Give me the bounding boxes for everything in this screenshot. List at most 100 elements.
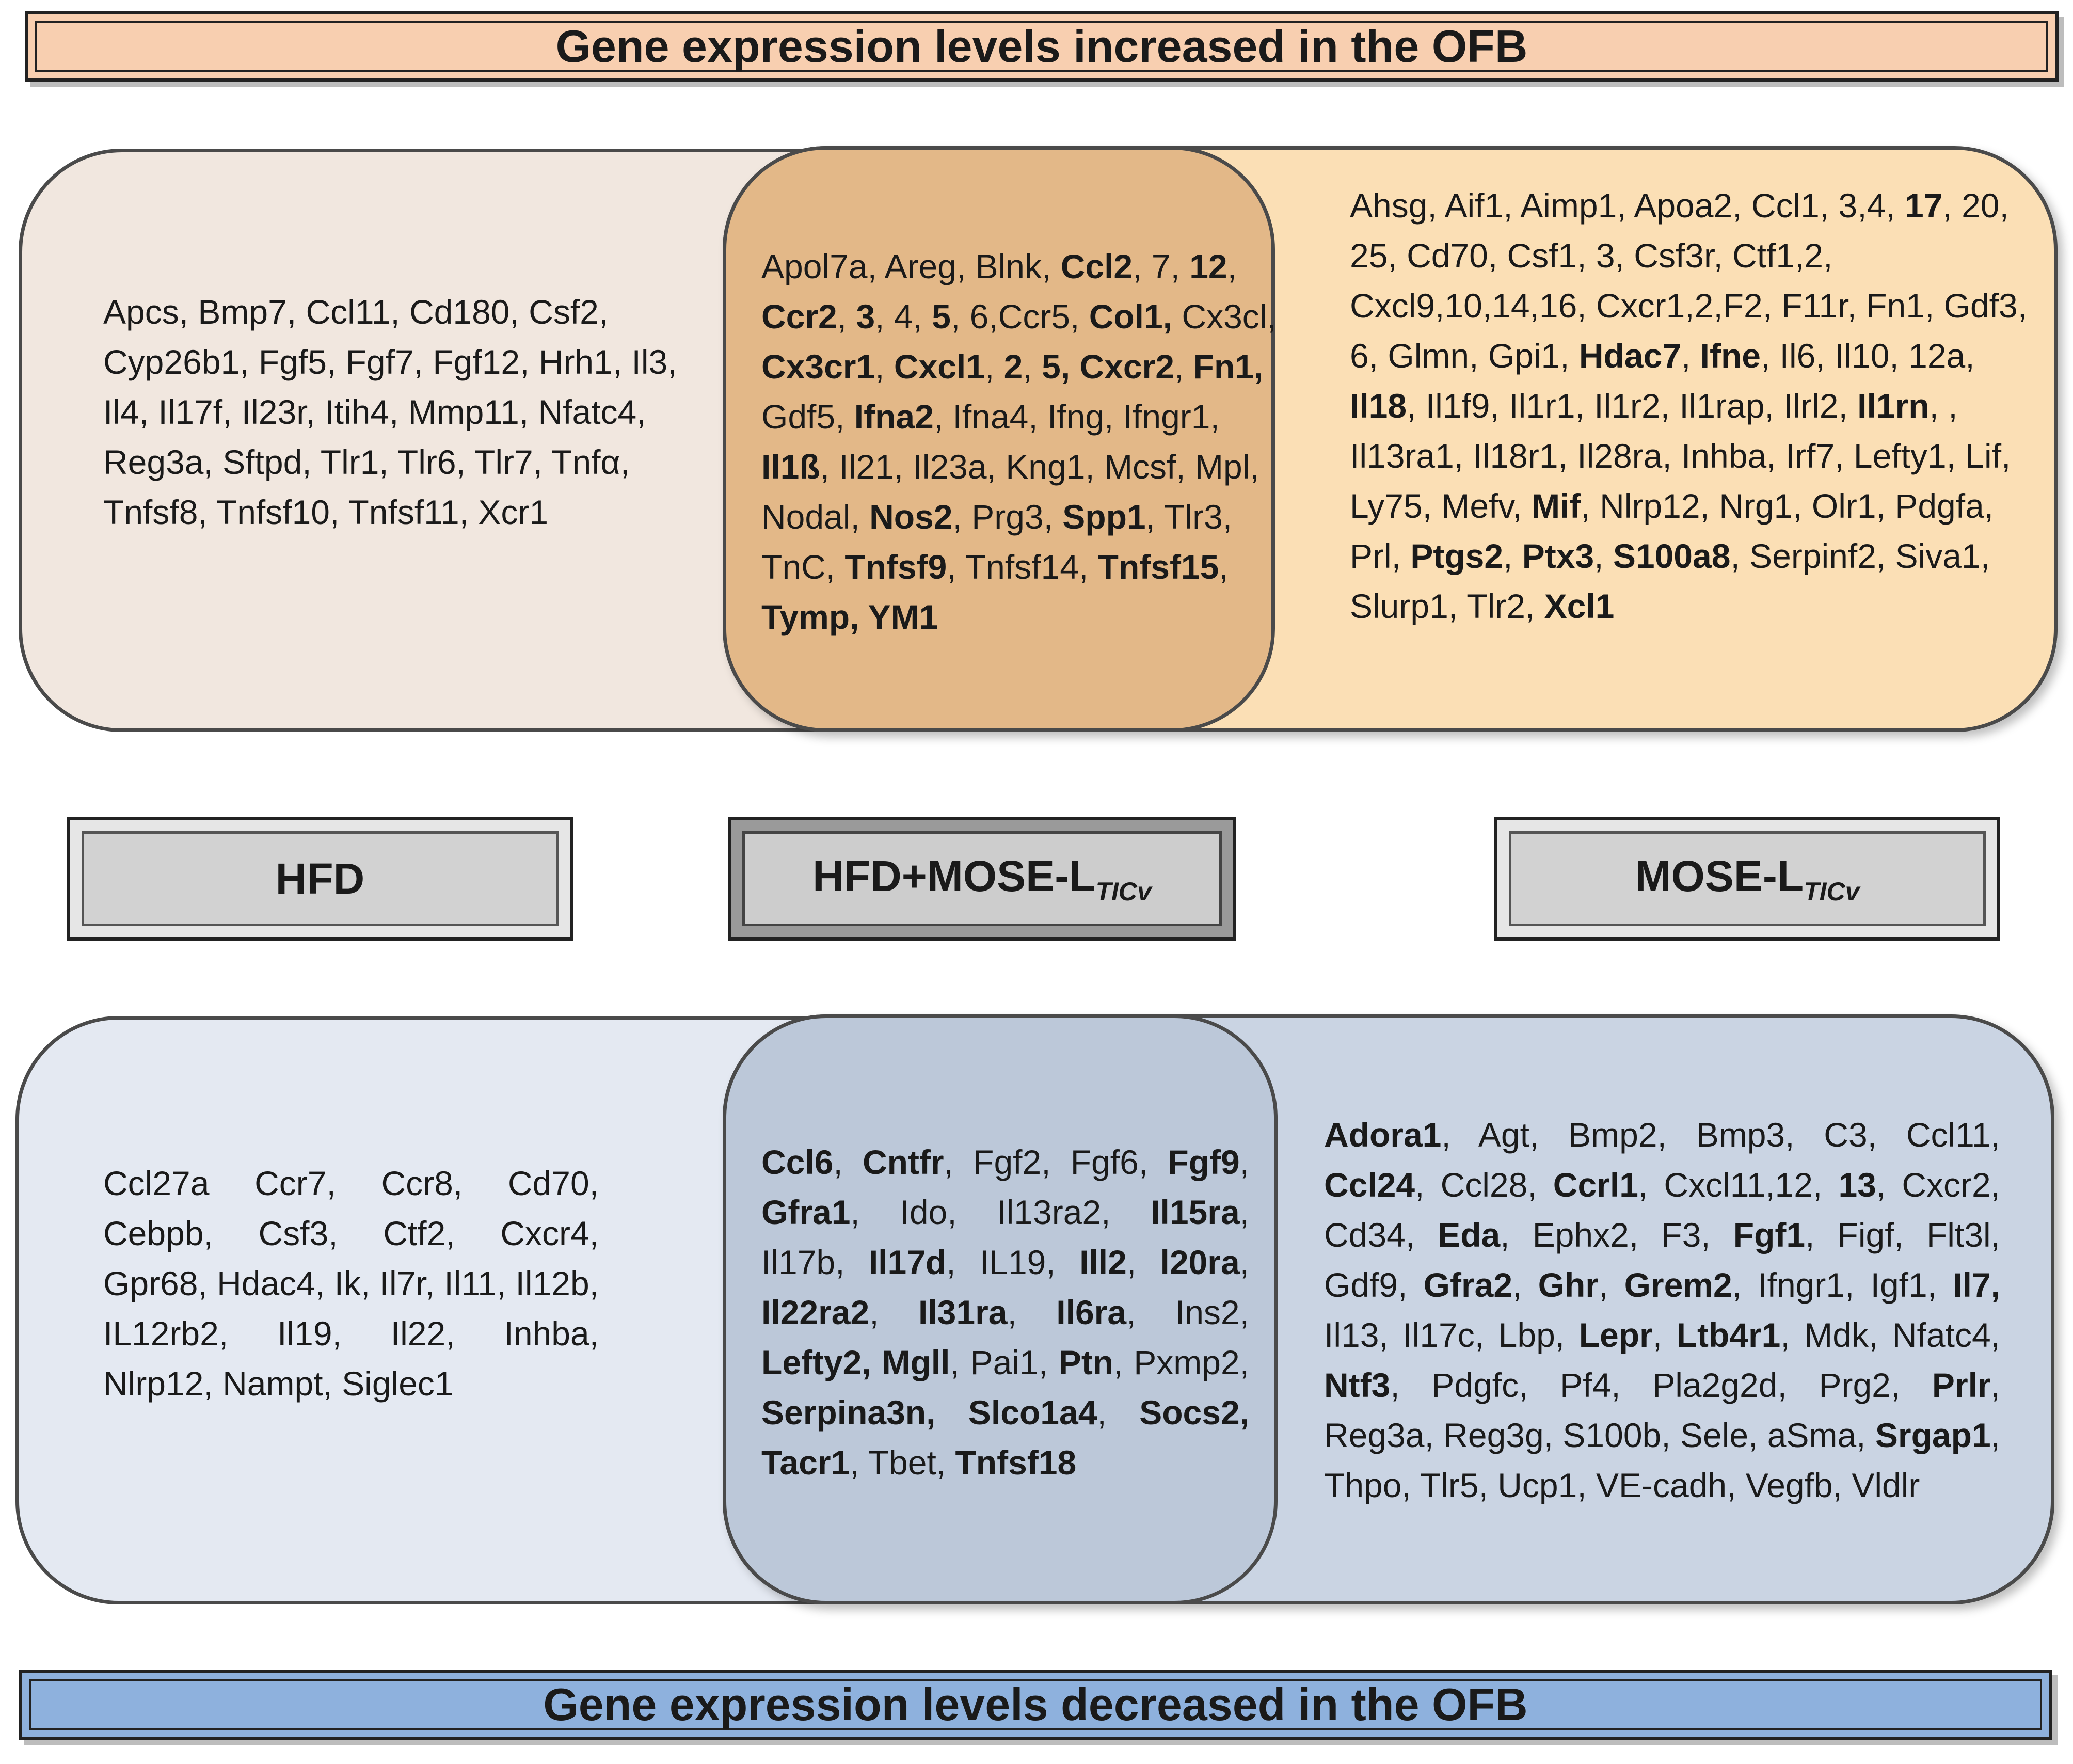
gene-run-bold: 5	[932, 297, 951, 336]
gene-run: Cx3cl,	[1172, 297, 1277, 336]
gene-run: ,	[875, 347, 894, 386]
gene-run: , , Il13ra1, Il18r1, Il28ra, Inhba, Irf7…	[1350, 387, 2011, 525]
increased-combo-panel	[723, 146, 1275, 732]
gene-run-bold: Ccl6	[761, 1143, 834, 1181]
gene-run: Apcs, Bmp7, Ccl11, Cd180, Csf2, Cyp26b1,…	[103, 293, 677, 531]
group-mose-text: MOSE-L	[1635, 851, 1804, 900]
gene-run: ,	[1126, 1243, 1160, 1281]
gene-run-bold: Ccr2	[761, 297, 837, 336]
gene-run-bold: Il31ra	[918, 1293, 1008, 1331]
increased-combo-genes: Apol7a, Areg, Blnk, Ccl2, 7, 12, Ccr2, 3…	[761, 242, 1283, 642]
gene-run: , Mdk, Nfatc4,	[1780, 1316, 2000, 1354]
gene-run: ,	[1594, 537, 1613, 575]
gene-run-bold: Ccl2	[1060, 247, 1133, 285]
gene-run-bold: l20ra	[1160, 1243, 1240, 1281]
gene-run: Ahsg, Aif1, Aimp1, Apoa2, Ccl1, 3,4,	[1350, 186, 1905, 225]
gene-run: ,	[984, 347, 1004, 386]
increased-hfd-genes: Apcs, Bmp7, Ccl11, Cd180, Csf2, Cyp26b1,…	[103, 287, 697, 537]
gene-run: ,	[1512, 1266, 1538, 1304]
gene-run-bold: Mgll	[882, 1343, 950, 1381]
gene-run-bold: Grem2	[1624, 1266, 1732, 1304]
gene-run: ,	[1007, 1293, 1057, 1331]
gene-run-bold: Ifna2	[854, 398, 934, 436]
decreased-title: Gene expression levels decreased in the …	[543, 1679, 1528, 1730]
gene-run: , Ifngr1, Igf1,	[1732, 1266, 1953, 1304]
gene-run-bold: Il22ra2	[761, 1293, 870, 1331]
gene-run-bold: 3	[856, 297, 875, 336]
gene-run: ,	[1097, 1393, 1140, 1432]
gene-run-bold: Il18	[1350, 387, 1407, 425]
gene-run: ,	[837, 297, 856, 336]
gene-run-bold: Gfra1	[761, 1193, 851, 1231]
gene-run: , Il17b,	[761, 1193, 1249, 1281]
gene-run: , Prg3,	[952, 498, 1063, 536]
gene-run-bold: Cx3cr1	[761, 347, 875, 386]
increased-title: Gene expression levels increased in the …	[555, 21, 1528, 72]
gene-run-bold: Srgap1	[1875, 1416, 1991, 1454]
increased-mose-genes: Ahsg, Aif1, Aimp1, Apoa2, Ccl1, 3,4, 17,…	[1350, 181, 2036, 631]
gene-run-bold: Cxcl1	[894, 347, 985, 386]
gene-run: ,	[1219, 548, 1229, 586]
gene-run-bold: 13	[1838, 1166, 1876, 1204]
gene-run: , 6,Ccr5,	[950, 297, 1089, 336]
gene-run: ,	[1652, 1316, 1677, 1354]
gene-run	[1070, 347, 1079, 386]
gene-run: , Ccl28,	[1415, 1166, 1553, 1204]
gene-run-bold: Tnfsf9	[844, 548, 947, 586]
gene-run-bold: Tnfsf18	[955, 1443, 1077, 1482]
gene-run: Il13, Il17c, Lbp,	[1324, 1316, 1579, 1354]
gene-run-bold: Ifne	[1700, 337, 1761, 375]
gene-run: ,	[869, 1293, 918, 1331]
gene-run-bold: Socs2, Tacr1	[761, 1393, 1249, 1482]
gene-run-bold: Ltb4r1	[1676, 1316, 1781, 1354]
gene-run: , 7,	[1133, 247, 1190, 285]
increased-title-banner: Gene expression levels increased in the …	[25, 11, 2059, 82]
gene-run: ,	[1599, 1266, 1624, 1304]
group-label-hfd-mose: HFD+MOSE-LTICv	[728, 817, 1236, 941]
gene-run-bold: Tnfsf15	[1097, 548, 1219, 586]
gene-run: , Cxcr2, Cd34,	[1324, 1166, 2001, 1254]
gene-run-bold: Il1ß	[761, 448, 820, 486]
gene-run: , Il1f9, Il1r1, Il1r2, Il1rap, Ilrl2,	[1407, 387, 1858, 425]
gene-run-bold: 17	[1904, 186, 1943, 225]
group-combo-text: HFD+MOSE-L	[812, 851, 1096, 900]
gene-run-bold: Ntf3	[1324, 1366, 1391, 1404]
gene-run-bold: Tymp, YM1	[761, 598, 938, 636]
gene-run: , Ifna4, Ifng, Ifngr1,	[933, 398, 1220, 436]
gene-run: , Nlrp12, Nrg1, Olr1, Pdgfa, Prl,	[1350, 487, 1994, 575]
gene-run: , Tlr3, TnC,	[761, 498, 1233, 586]
gene-run-bold: 12	[1189, 247, 1227, 285]
gene-run-bold: Ghr	[1538, 1266, 1599, 1304]
gene-run-bold: Fgf9	[1168, 1143, 1240, 1181]
gene-run: , 4,	[875, 297, 932, 336]
gene-run: , Serpinf2, Siva1, Slurp1, Tlr2,	[1350, 537, 1990, 625]
gene-run: , Reg3a, Reg3g, S100b, Sele, aSma,	[1324, 1366, 2000, 1454]
decreased-combo-panel	[723, 1014, 1278, 1604]
gene-run	[871, 1343, 882, 1381]
gene-run-bold: Hdac7	[1578, 337, 1681, 375]
gene-run: ,	[1239, 1243, 1249, 1281]
gene-run: , 20, 25, Cd70, Csf1, 3, Csf3r, Ctf1,2, …	[1350, 186, 2028, 375]
gene-run-bold: Col1,	[1089, 297, 1173, 336]
group-hfd-text: HFD	[275, 854, 365, 903]
gene-run-bold: 5,	[1042, 347, 1071, 386]
gene-run-bold: Adora1	[1324, 1116, 1442, 1154]
gene-run-bold: Il1rn	[1857, 387, 1930, 425]
gene-run: ,	[1681, 337, 1700, 375]
gene-run: , Figf, Flt3l, Gdf9,	[1324, 1216, 2000, 1304]
decreased-combo-genes: Ccl6, Cntfr, Fgf2, Fgf6, Fgf9, Gfra1, Id…	[761, 1137, 1249, 1488]
gene-run-bold: Prlr	[1932, 1366, 1991, 1404]
group-mose-subscript: TICv	[1804, 877, 1860, 906]
gene-run: , Pxmp2,	[1113, 1343, 1249, 1381]
decreased-title-banner: Gene expression levels decreased in the …	[19, 1670, 2052, 1740]
gene-run: , Cxcl11,12,	[1638, 1166, 1839, 1204]
gene-run-bold: Xcl1	[1544, 587, 1615, 625]
gene-run: ,	[833, 1143, 863, 1181]
gene-run: ,	[1503, 537, 1522, 575]
gene-run-bold: Lepr	[1578, 1316, 1653, 1354]
gene-run: , Ephx2, F3,	[1500, 1216, 1733, 1254]
gene-run: , Ins2,	[1126, 1293, 1249, 1331]
gene-run: ,	[1023, 347, 1042, 386]
gene-run: Ccl27a Ccr7, Ccr8, Cd70, Cebpb, Csf3, Ct…	[103, 1164, 599, 1403]
gene-run-bold: Fn1,	[1193, 347, 1264, 386]
